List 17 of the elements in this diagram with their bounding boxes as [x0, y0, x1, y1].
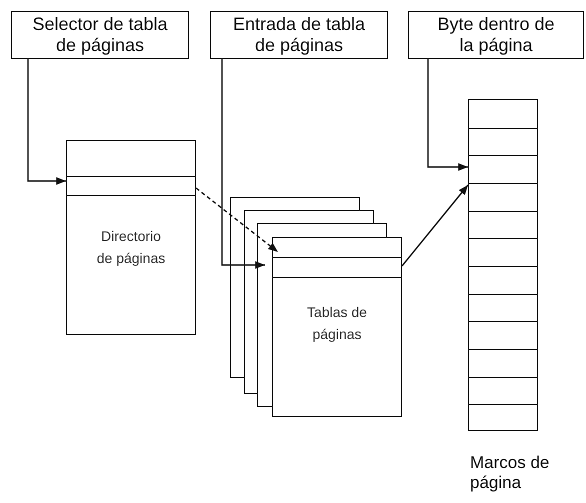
- table-label: Directorio de páginas: [96, 227, 166, 268]
- arrow: [401, 184, 469, 266]
- table-label: Tablas de páginas: [306, 303, 368, 344]
- arrow: [427, 59, 468, 171]
- field-box: [210, 11, 388, 59]
- arrow: [196, 187, 278, 253]
- page-frames-column: [468, 99, 538, 431]
- field-box: [408, 11, 584, 59]
- table-box: [272, 237, 402, 417]
- field-label: Selector de tabla de páginas: [31, 14, 169, 56]
- node-label: Marcos de página: [470, 453, 550, 494]
- table-box: [66, 140, 196, 335]
- arrow: [27, 59, 66, 185]
- field-box: [11, 11, 189, 59]
- field-label: Entrada de tabla de páginas: [232, 14, 366, 56]
- field-label: Byte dentro de la página: [437, 14, 555, 56]
- arrow: [221, 59, 265, 269]
